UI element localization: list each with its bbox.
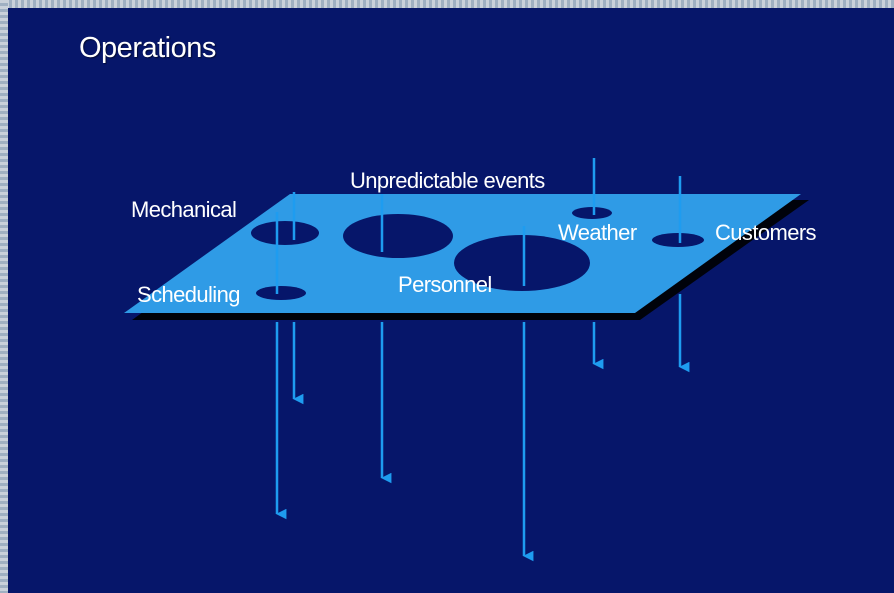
label-weather: Weather (558, 220, 637, 245)
window-frame-top (0, 0, 894, 8)
hole-scheduling (256, 286, 306, 300)
slide-title: Operations (79, 32, 216, 64)
label-mechanical: Mechanical (131, 197, 236, 222)
hole-customers (652, 233, 704, 247)
window-frame-left (0, 0, 8, 593)
label-customers: Customers (715, 220, 817, 245)
hole-unpredictable-events (343, 214, 453, 258)
label-scheduling: Scheduling (137, 282, 240, 307)
label-personnel: Personnel (398, 272, 492, 297)
slide: Operations (8, 8, 894, 593)
label-unpredictable-events: Unpredictable events (350, 168, 545, 193)
swiss-cheese-diagram: Unpredictable events Mechanical Weather … (124, 158, 817, 562)
hole-personnel (454, 235, 590, 291)
hole-mechanical (251, 221, 319, 245)
hole-weather (572, 207, 612, 219)
